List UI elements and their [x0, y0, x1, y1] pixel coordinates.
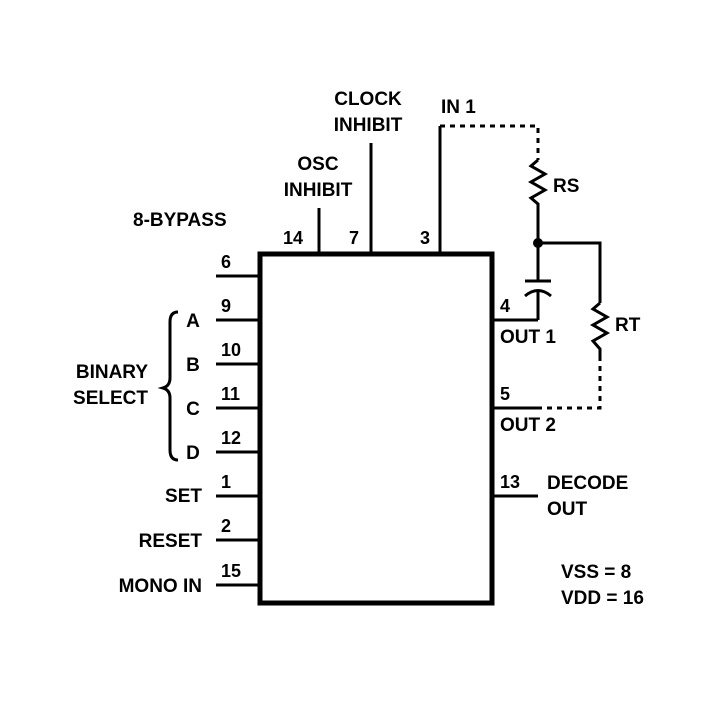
pin-number-11: 11 [221, 384, 240, 404]
mono-in-label: MONO IN [119, 576, 202, 597]
pin-number-7: 7 [349, 228, 359, 248]
out1-label: OUT 1 [500, 327, 556, 348]
pin-number-4: 4 [500, 296, 510, 316]
pin-number-3: 3 [420, 228, 430, 248]
rs-resistor [527, 158, 549, 243]
binary-select-label-1: BINARY [76, 362, 148, 383]
reset-label: RESET [139, 531, 203, 552]
rt-label: RT [615, 315, 641, 336]
pin-number-12: 12 [221, 428, 241, 448]
in1-label: IN 1 [441, 97, 476, 118]
pin-number-5: 5 [500, 384, 510, 404]
decode-out-label-1: DECODE [547, 473, 628, 494]
out2-label: OUT 2 [500, 415, 556, 436]
osc-inhibit-label-2: INHIBIT [284, 180, 353, 201]
decode-out-label-2: OUT [547, 499, 588, 520]
rt-dashed-wire [538, 356, 602, 410]
in1-dashed-wire [440, 124, 540, 160]
pin-number-2: 2 [221, 516, 231, 536]
osc-inhibit-label-1: OSC [297, 154, 338, 175]
pin-number-13: 13 [500, 472, 520, 492]
rt-top-wire [538, 241, 602, 303]
clock-inhibit-label-1: CLOCK [334, 89, 402, 110]
rt-resistor [589, 301, 611, 356]
binary-select-label-2: SELECT [73, 388, 148, 409]
input-c-label: C [186, 399, 200, 420]
pin-number-15: 15 [221, 561, 241, 581]
pin-number-9: 9 [221, 296, 231, 316]
clock-inhibit-label-2: INHIBIT [334, 115, 403, 136]
input-d-label: D [186, 443, 200, 464]
input-a-label: A [186, 311, 200, 332]
pin-number-10: 10 [221, 340, 241, 360]
set-label: SET [165, 486, 202, 507]
bypass-label: 8-BYPASS [133, 210, 227, 231]
rs-label: RS [553, 176, 579, 197]
pin-number-14: 14 [283, 228, 303, 248]
binary-select-brace [157, 310, 179, 462]
ic-body [257, 251, 495, 606]
pin-number-1: 1 [221, 472, 231, 492]
vdd-label: VDD = 16 [561, 588, 644, 609]
input-b-label: B [186, 355, 200, 376]
vss-label: VSS = 8 [561, 562, 631, 583]
pin-number-6: 6 [221, 252, 231, 272]
